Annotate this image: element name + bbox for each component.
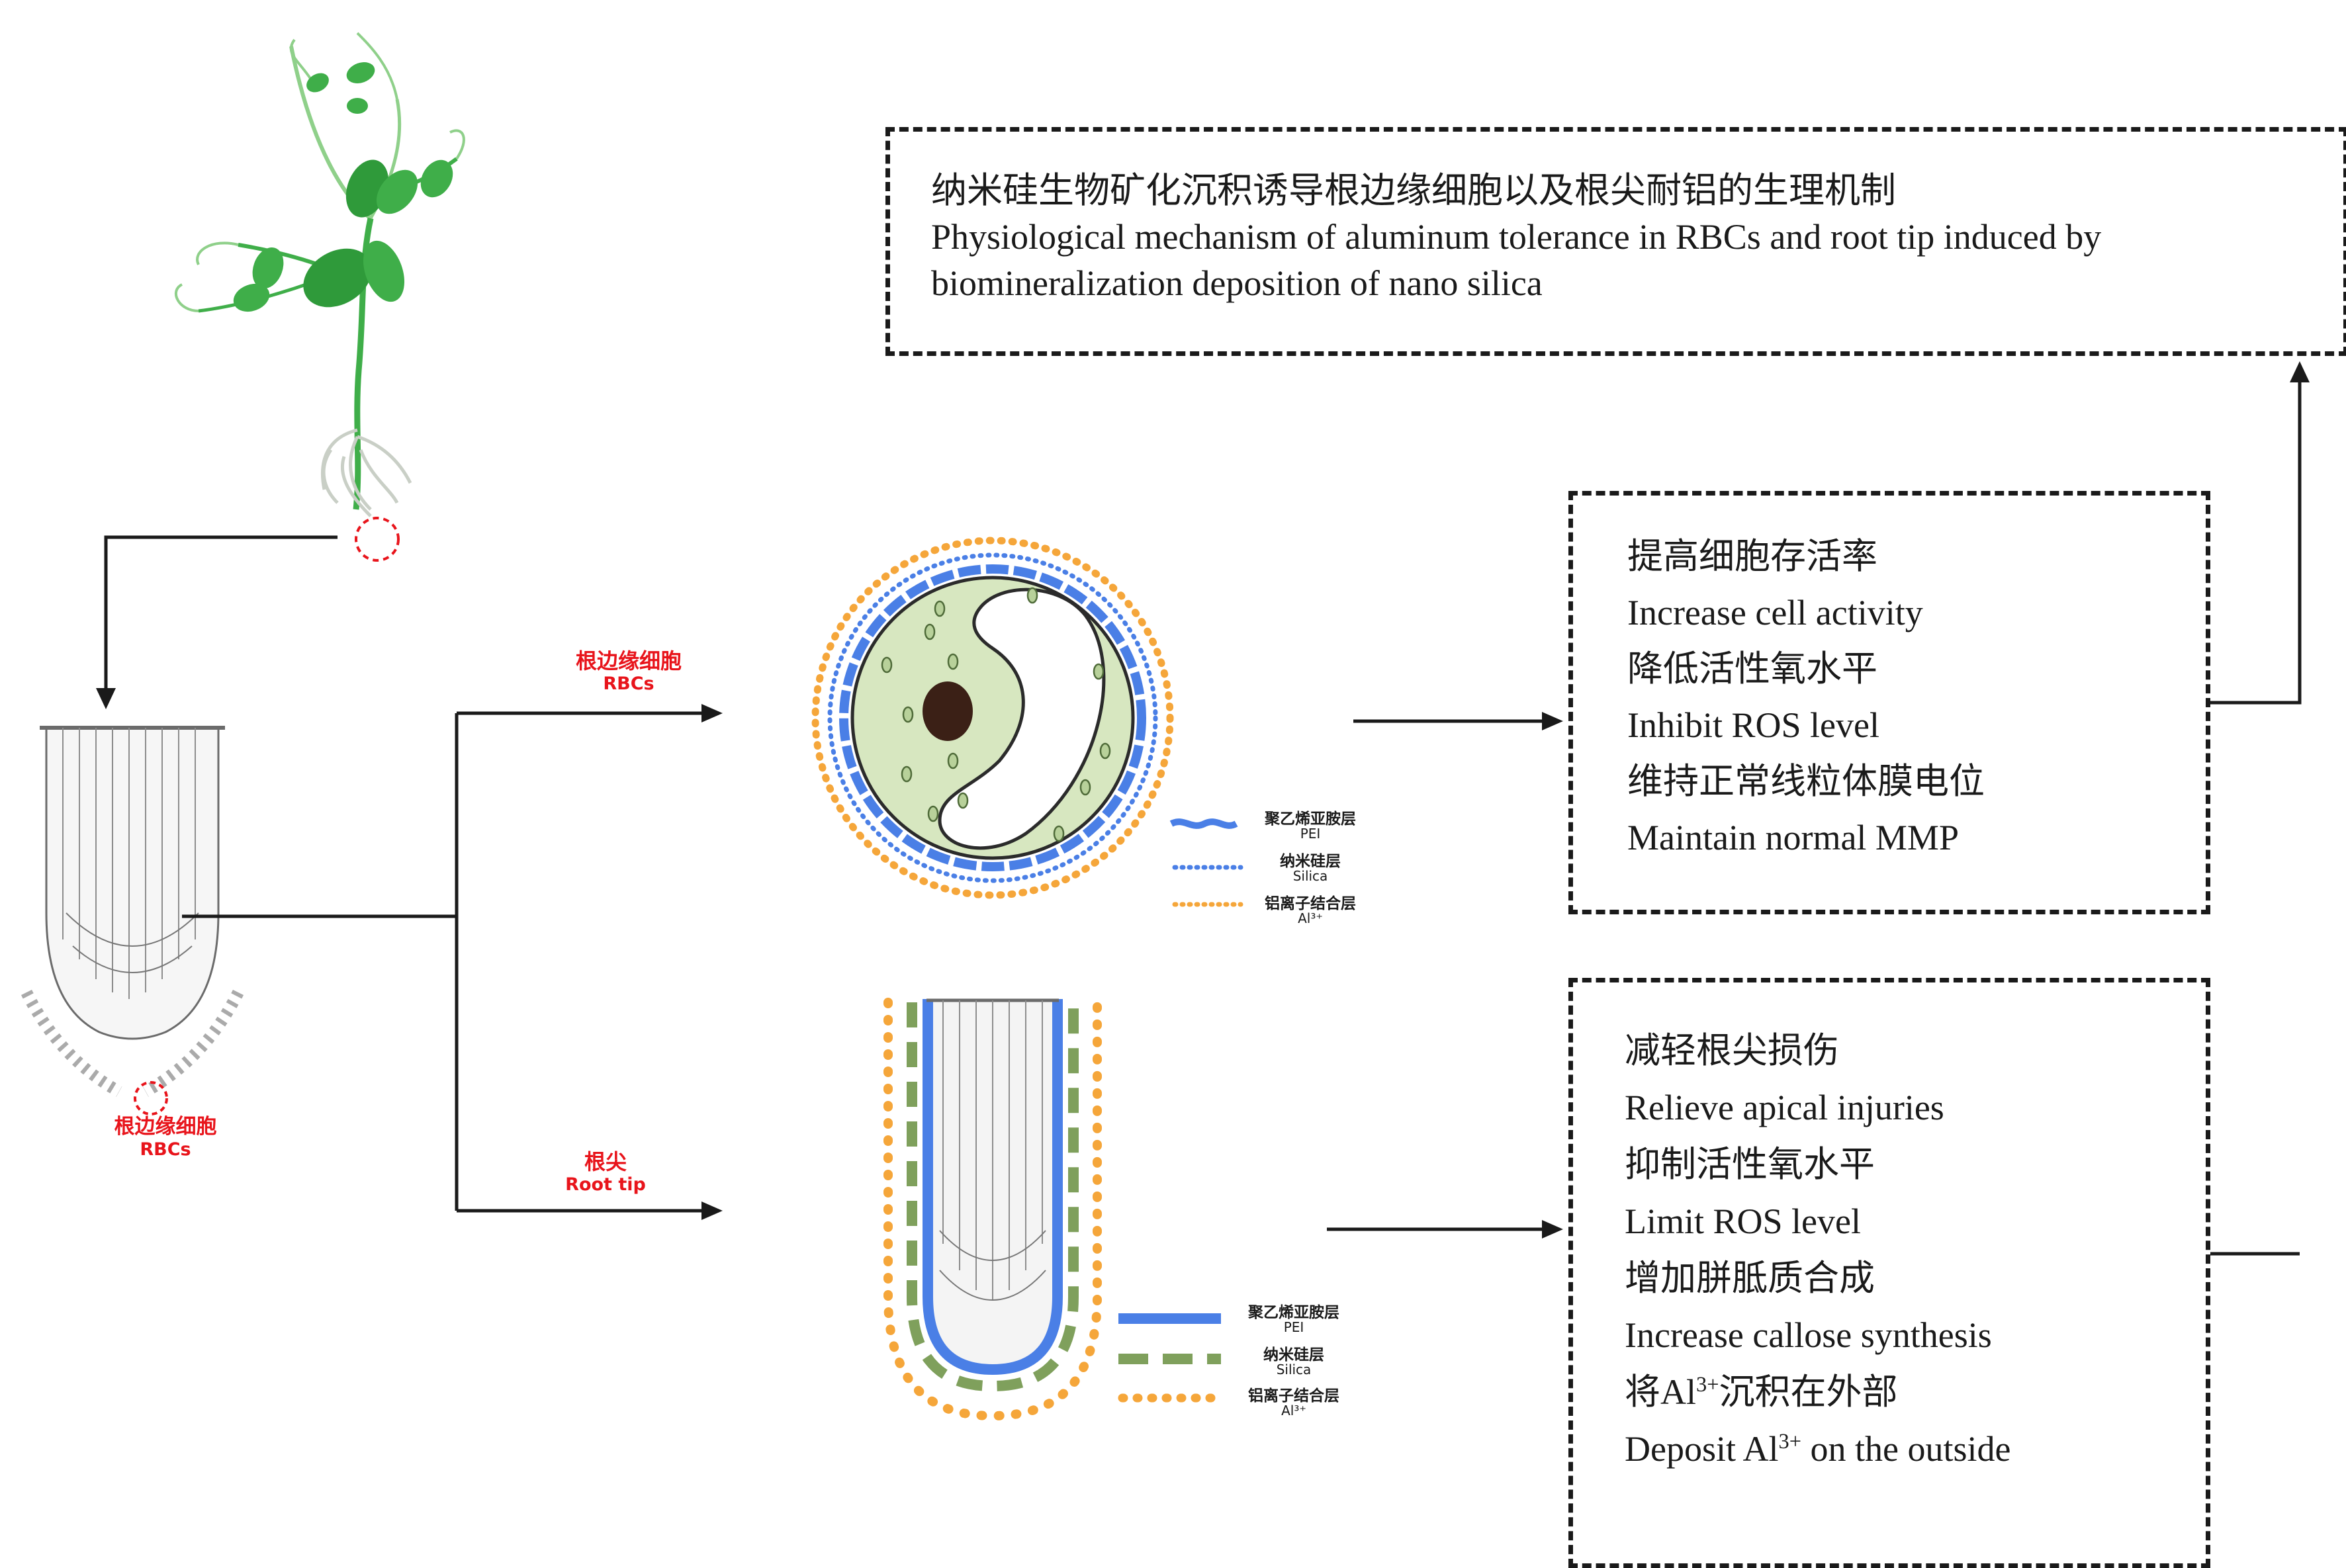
- cell-legend-al: 铝离子结合层 Al³⁺: [1244, 896, 1376, 926]
- tip-effect-4-en: Deposit Al3+ on the outside: [1625, 1420, 2206, 1477]
- branch-rbcs-label-en: RBCs: [603, 674, 654, 695]
- tip-effect-2-zh: 抑制活性氧水平: [1625, 1145, 1875, 1184]
- rbc-effect-2-en: Inhibit ROS level: [1627, 705, 1879, 745]
- tip-effect-4-zh-post: 沉积在外部: [1719, 1372, 1898, 1412]
- rbc-effect-3-en: Maintain normal MMP: [1627, 818, 1959, 857]
- tip-legend-al-zh: 铝离子结合层: [1248, 1387, 1339, 1405]
- rbc-effect-3-zh: 维持正常线粒体膜电位: [1627, 762, 1985, 801]
- cell-legend-pei: 聚乙烯亚胺层 PEI: [1244, 811, 1376, 841]
- cell-legend-pei-zh: 聚乙烯亚胺层: [1265, 810, 1356, 828]
- root-tip-effects-box: 减轻根尖损伤 Relieve apical injuries 抑制活性氧水平 L…: [1568, 978, 2210, 1568]
- branch-root-tip-label-zh: 根尖: [584, 1149, 627, 1174]
- tip-effect-4-en-pre: Deposit Al: [1625, 1429, 1779, 1469]
- mechanism-title-en-line1: Physiological mechanism of aluminum tole…: [931, 217, 2102, 257]
- cell-legend-al-en: Al³⁺: [1298, 910, 1323, 927]
- tip-legend-silica-zh: 纳米硅层: [1263, 1346, 1324, 1364]
- root-rbcs-label-zh: 根边缘细胞: [114, 1115, 217, 1139]
- mechanism-title-en-line2: biomineralization deposition of nano sil…: [931, 263, 1543, 303]
- root-rbcs-label: 根边缘细胞 RBCs: [79, 1115, 251, 1161]
- tip-legend-pei-zh: 聚乙烯亚胺层: [1248, 1304, 1339, 1321]
- cell-legend-silica: 纳米硅层 Silica: [1244, 853, 1376, 883]
- branch-root-tip-label-en: Root tip: [565, 1174, 646, 1196]
- cell-legend-pei-en: PEI: [1300, 826, 1321, 842]
- tip-legend-silica-en: Silica: [1276, 1362, 1312, 1378]
- rbc-effect-2-zh: 降低活性氧水平: [1627, 649, 1877, 689]
- tip-legend-silica: 纳米硅层 Silica: [1228, 1347, 1360, 1377]
- branch-rbcs-label-zh: 根边缘细胞: [575, 648, 682, 674]
- tip-legend-al: 铝离子结合层 Al³⁺: [1228, 1388, 1360, 1418]
- rbc-effect-1-zh: 提高细胞存活率: [1627, 537, 1877, 576]
- flow-arrows: [104, 382, 2302, 1256]
- mechanism-title-box: 纳米硅生物矿化沉积诱导根边缘细胞以及根尖耐铝的生理机制 Physiologica…: [885, 127, 2346, 356]
- tip-effect-3-en: Increase callose synthesis: [1625, 1315, 1992, 1355]
- tip-effect-4-zh: 将Al3+沉积在外部: [1625, 1364, 2206, 1420]
- cell-legend-silica-en: Silica: [1292, 868, 1328, 885]
- cell-legend-al-zh: 铝离子结合层: [1265, 895, 1356, 912]
- tip-effect-4-zh-pre: 将Al: [1625, 1372, 1696, 1412]
- root-tip-illustration-left: [21, 726, 244, 1115]
- coated-root-tip-illustration: [883, 998, 1226, 1421]
- tip-effect-2-en: Limit ROS level: [1625, 1201, 1861, 1241]
- branch-root-tip-label: 根尖 Root tip: [526, 1149, 685, 1196]
- rbc-effects-box: 提高细胞存活率 Increase cell activity 降低活性氧水平 I…: [1568, 491, 2210, 914]
- tip-legend-pei-en: PEI: [1283, 1319, 1304, 1336]
- tip-effect-4-en-post: on the outside: [1801, 1429, 2011, 1469]
- branch-rbcs-label: 根边缘细胞 RBCs: [543, 648, 715, 695]
- tip-effect-4-en-sup: 3+: [1778, 1430, 1801, 1454]
- mechanism-title-zh: 纳米硅生物矿化沉积诱导根边缘细胞以及根尖耐铝的生理机制: [931, 171, 1896, 210]
- root-border-cell-illustration: [811, 537, 1243, 907]
- root-rbcs-label-en: RBCs: [140, 1139, 191, 1160]
- tip-legend-pei: 聚乙烯亚胺层 PEI: [1228, 1305, 1360, 1334]
- tip-effect-1-en: Relieve apical injuries: [1625, 1088, 1944, 1127]
- tip-effect-3-zh: 增加胼胝质合成: [1625, 1258, 1875, 1298]
- tip-legend-al-en: Al³⁺: [1281, 1403, 1306, 1419]
- pea-plant-illustration: [174, 32, 465, 562]
- cell-legend-silica-zh: 纳米硅层: [1280, 853, 1341, 870]
- tip-effect-4-zh-sup: 3+: [1696, 1373, 1719, 1397]
- rbc-effect-1-en: Increase cell activity: [1627, 593, 1923, 632]
- tip-effect-1-zh: 减轻根尖损伤: [1625, 1031, 1839, 1070]
